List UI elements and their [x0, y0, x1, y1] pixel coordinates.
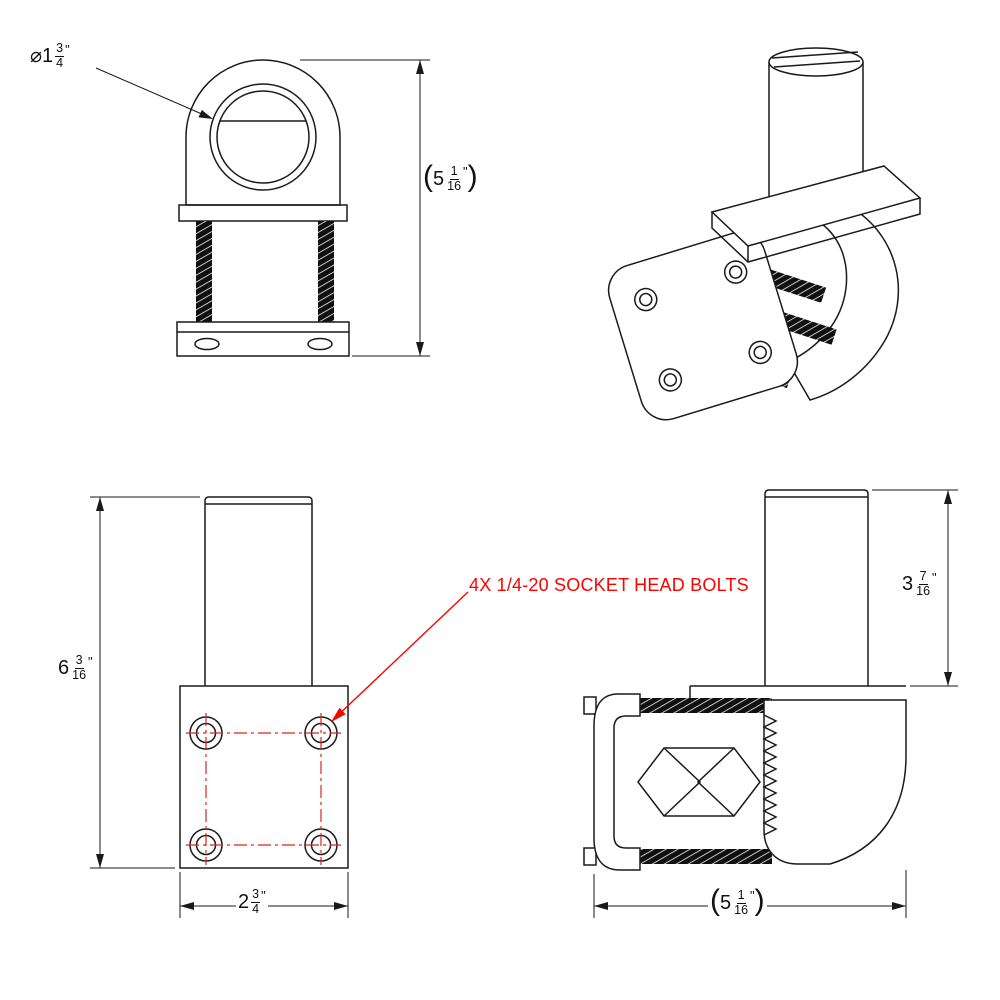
bore-leader-line	[95, 67, 212, 119]
iso-fixed-jaw	[786, 207, 900, 401]
arrowhead	[944, 490, 952, 504]
paren-close: )	[754, 884, 765, 917]
arrowhead	[892, 902, 906, 910]
flange-plate	[179, 685, 349, 869]
arrowhead-red	[331, 707, 346, 722]
paren-open: (	[710, 884, 720, 917]
inch-mark: "	[932, 570, 937, 585]
front-mount-dimension-lines	[90, 496, 349, 918]
inch-mark: "	[463, 164, 468, 179]
inch-mark: "	[261, 888, 266, 903]
threaded-stud-right	[318, 221, 334, 322]
clamp-bore-inner	[216, 90, 310, 184]
arrowhead	[198, 109, 213, 119]
movable-jaw	[593, 693, 641, 871]
threaded-stud	[606, 698, 772, 713]
fraction-numerator: 7	[918, 569, 928, 585]
paren-open: (	[423, 160, 433, 193]
stud-nut	[583, 696, 597, 715]
fixed-jaw-body	[763, 699, 907, 865]
fraction-denominator: 16	[916, 583, 931, 598]
arrowhead	[416, 60, 424, 74]
threaded-stud-left	[196, 221, 212, 322]
stud-nut	[583, 847, 597, 866]
iso-tube-slot	[771, 51, 861, 68]
arrowhead	[180, 902, 194, 910]
bolt-centerlines	[186, 713, 341, 865]
iso-clamp-plate	[607, 231, 799, 421]
leader-line	[333, 591, 469, 720]
socket-bolt-hex	[753, 345, 767, 360]
dim-whole: 1	[42, 45, 54, 68]
arrowhead	[416, 342, 424, 356]
arrowhead	[594, 902, 608, 910]
fraction-numerator: 1	[449, 163, 459, 180]
dim-whole: 5	[720, 892, 732, 914]
clamp-base-plate	[176, 321, 350, 357]
arrowhead	[334, 902, 348, 910]
socket-bolt-hex	[663, 373, 678, 387]
iso-flange-thickness	[711, 198, 921, 263]
dim-whole: 2	[238, 891, 250, 914]
fraction-denominator: 16	[447, 178, 462, 193]
clamp-body-outline	[185, 59, 341, 206]
base-slot-right	[307, 337, 333, 351]
arrowhead	[944, 672, 952, 686]
dim-whole: 6	[58, 657, 70, 680]
fraction-denominator: 4	[56, 55, 64, 70]
fraction-denominator: 4	[252, 901, 260, 916]
jaw-serrations	[762, 714, 778, 836]
front-view-clamp	[176, 59, 350, 357]
fraction-denominator: 16	[72, 667, 87, 682]
inch-mark: "	[65, 42, 70, 57]
rail-chevron	[696, 747, 735, 817]
front-view-mount	[179, 496, 349, 869]
side-view	[583, 489, 907, 871]
inch-mark: "	[88, 654, 93, 669]
iso-tube-sides	[768, 62, 864, 197]
paren-close: )	[467, 160, 478, 193]
iso-flange-top	[710, 165, 922, 247]
clamp-bore-outer	[209, 83, 317, 191]
iso-plate-face	[607, 231, 799, 421]
isometric-view	[607, 47, 922, 421]
tube-outline	[204, 496, 313, 686]
diameter-symbol: ⌀	[30, 45, 43, 68]
socket-bolt-hex	[639, 292, 653, 307]
dim-whole: 3	[902, 573, 914, 596]
threaded-stud	[606, 849, 772, 864]
fraction-numerator: 3	[55, 41, 65, 57]
base-slot-left	[194, 337, 220, 351]
dim-whole: 5	[433, 168, 445, 190]
socket-bolt-hex	[728, 265, 743, 279]
front-view-dimension-lines	[95, 59, 430, 357]
iso-tube-top	[768, 47, 864, 77]
fraction-numerator: 3	[74, 653, 84, 669]
tube-outline	[764, 489, 869, 686]
clamp-rim	[178, 204, 348, 222]
fraction-numerator: 3	[251, 887, 261, 903]
bolt-annotation: 4X 1/4-20 SOCKET HEAD BOLTS	[469, 575, 749, 595]
fraction-numerator: 1	[736, 887, 746, 904]
inch-mark: "	[750, 888, 755, 903]
arrowhead	[96, 497, 104, 511]
note-leader	[331, 591, 469, 722]
arrowhead	[96, 854, 104, 868]
rail-chevron	[663, 747, 702, 817]
fraction-denominator: 16	[734, 902, 749, 917]
